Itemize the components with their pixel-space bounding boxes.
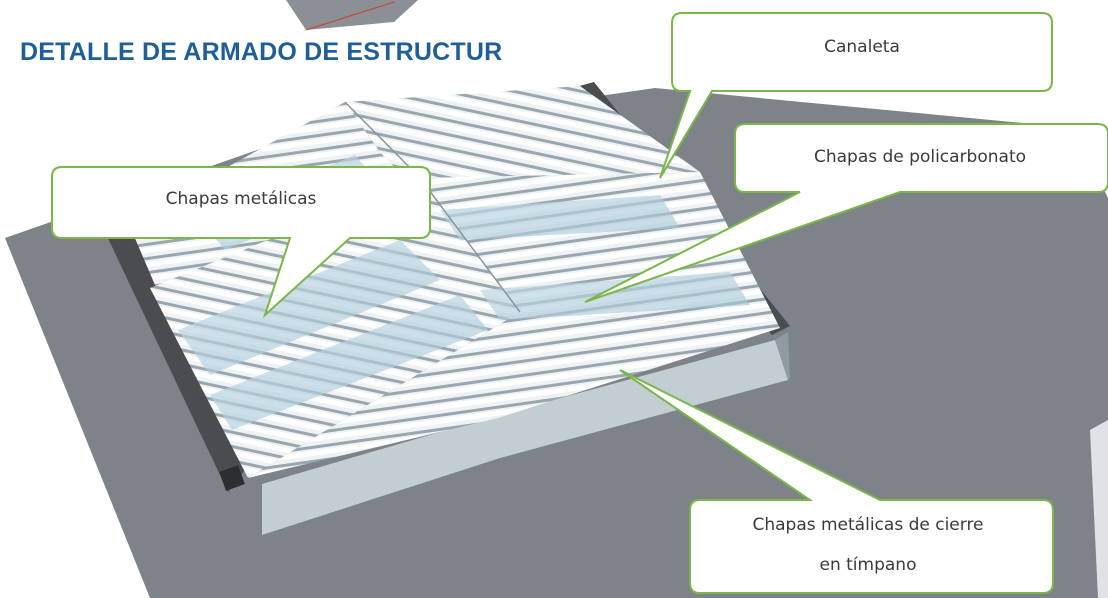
callout-canaleta: Canaleta [659, 12, 1053, 179]
glass-strip-3 [440, 195, 680, 240]
glass-strip-4 [480, 272, 750, 320]
callout-cierre-label-line1: Chapas metálicas de cierre [752, 515, 983, 535]
callout-cierre-label-line2: en tímpano [820, 555, 917, 575]
callout-metalicas-label: Chapas metálicas [166, 189, 317, 209]
callout-metalicas: Chapas metálicas [51, 166, 431, 319]
roof-front-edge [248, 312, 780, 478]
page-title: DETALLE DE ARMADO DE ESTRUCTUR [20, 38, 503, 66]
glass-strip-1 [178, 240, 440, 375]
callout-cierre: Chapas metálicas de cierre en tímpano [619, 369, 1054, 594]
left-gutter [105, 220, 245, 492]
edge-fragment [1090, 420, 1108, 598]
callout-policarbonato: Chapas de policarbonato [584, 123, 1108, 303]
callout-canaleta-label: Canaleta [824, 37, 900, 57]
glass-strip-2 [210, 295, 488, 430]
callout-policarbonato-label: Chapas de policarbonato [814, 147, 1026, 167]
